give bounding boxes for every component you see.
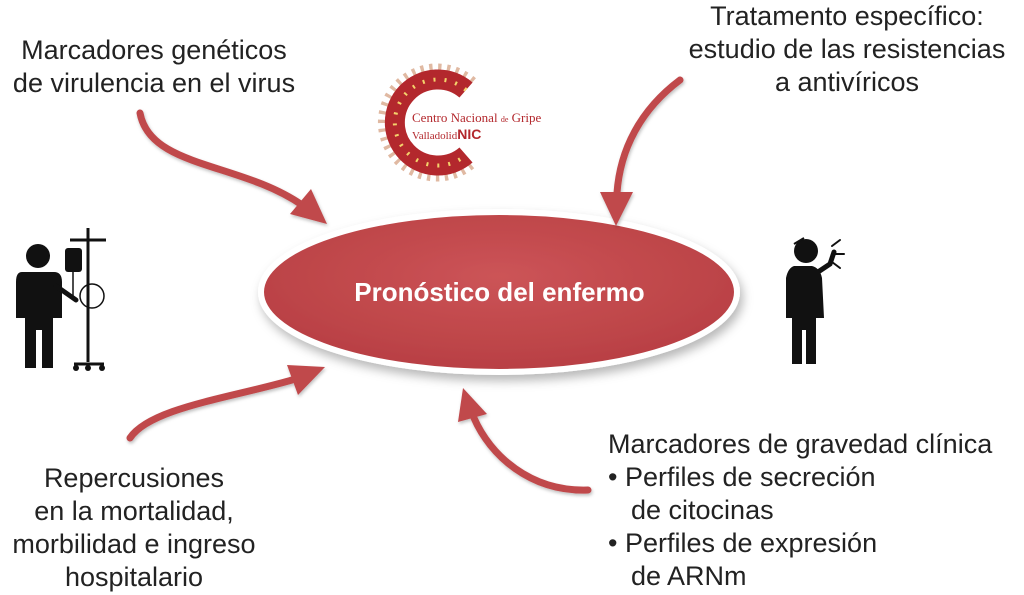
arrow-bottom-left xyxy=(126,365,325,442)
centro-nacional-gripe-logo xyxy=(378,63,476,182)
label-bottom-right-line-1: Marcadores de gravedad clínica xyxy=(608,429,993,459)
label-bottom-right-line-2: • Perfiles de secreción xyxy=(608,462,876,492)
patient-iv-drip-icon xyxy=(16,228,106,371)
label-bottom-right-line-5: de ARNm xyxy=(631,561,747,591)
logo-line2-b: NIC xyxy=(457,126,482,142)
label-top-right: Tratamento específico: estudio de las re… xyxy=(672,0,1022,99)
logo-line1-c: Gripe xyxy=(511,110,542,125)
label-top-right-line-3: a antivíricos xyxy=(774,67,920,97)
sick-person-coughing-icon xyxy=(786,237,845,364)
center-ellipse xyxy=(258,209,740,375)
logo-line1-a: Centro Nacional xyxy=(412,110,498,125)
arrow-bottom-right xyxy=(458,388,592,494)
label-bottom-right: Marcadores de gravedad clínica • Perfile… xyxy=(608,428,1022,593)
label-bottom-right-line-4: • Perfiles de expresión xyxy=(608,528,878,558)
center-label: Pronóstico del enfermo xyxy=(354,276,645,307)
label-top-right-line-2: estudio de las resistencias xyxy=(688,34,1006,64)
label-bottom-left-line-2: en la mortalidad, xyxy=(34,496,234,526)
label-bottom-left: Repercusiones en la mortalidad, morbilid… xyxy=(2,462,266,594)
arrow-top-right xyxy=(600,76,684,226)
label-top-left-line-1: Marcadores genéticos xyxy=(21,35,287,65)
arrow-top-left xyxy=(136,109,327,224)
label-top-left: Marcadores genéticos de virulencia en el… xyxy=(4,34,304,100)
logo-line2-a: Valladolid xyxy=(412,130,458,142)
label-bottom-left-line-1: Repercusiones xyxy=(43,463,225,493)
logo-text: Centro Nacional de Gripe ValladolidNIC xyxy=(412,110,541,144)
label-top-left-line-2: de virulencia en el virus xyxy=(12,68,296,98)
label-bottom-left-line-3: morbilidad e ingreso xyxy=(12,529,256,559)
label-bottom-right-line-3: de citocinas xyxy=(631,495,774,525)
logo-line1-b: de xyxy=(500,115,509,124)
label-bottom-left-line-4: hospitalario xyxy=(64,562,204,592)
label-top-right-line-1: Tratamento específico: xyxy=(710,1,984,31)
